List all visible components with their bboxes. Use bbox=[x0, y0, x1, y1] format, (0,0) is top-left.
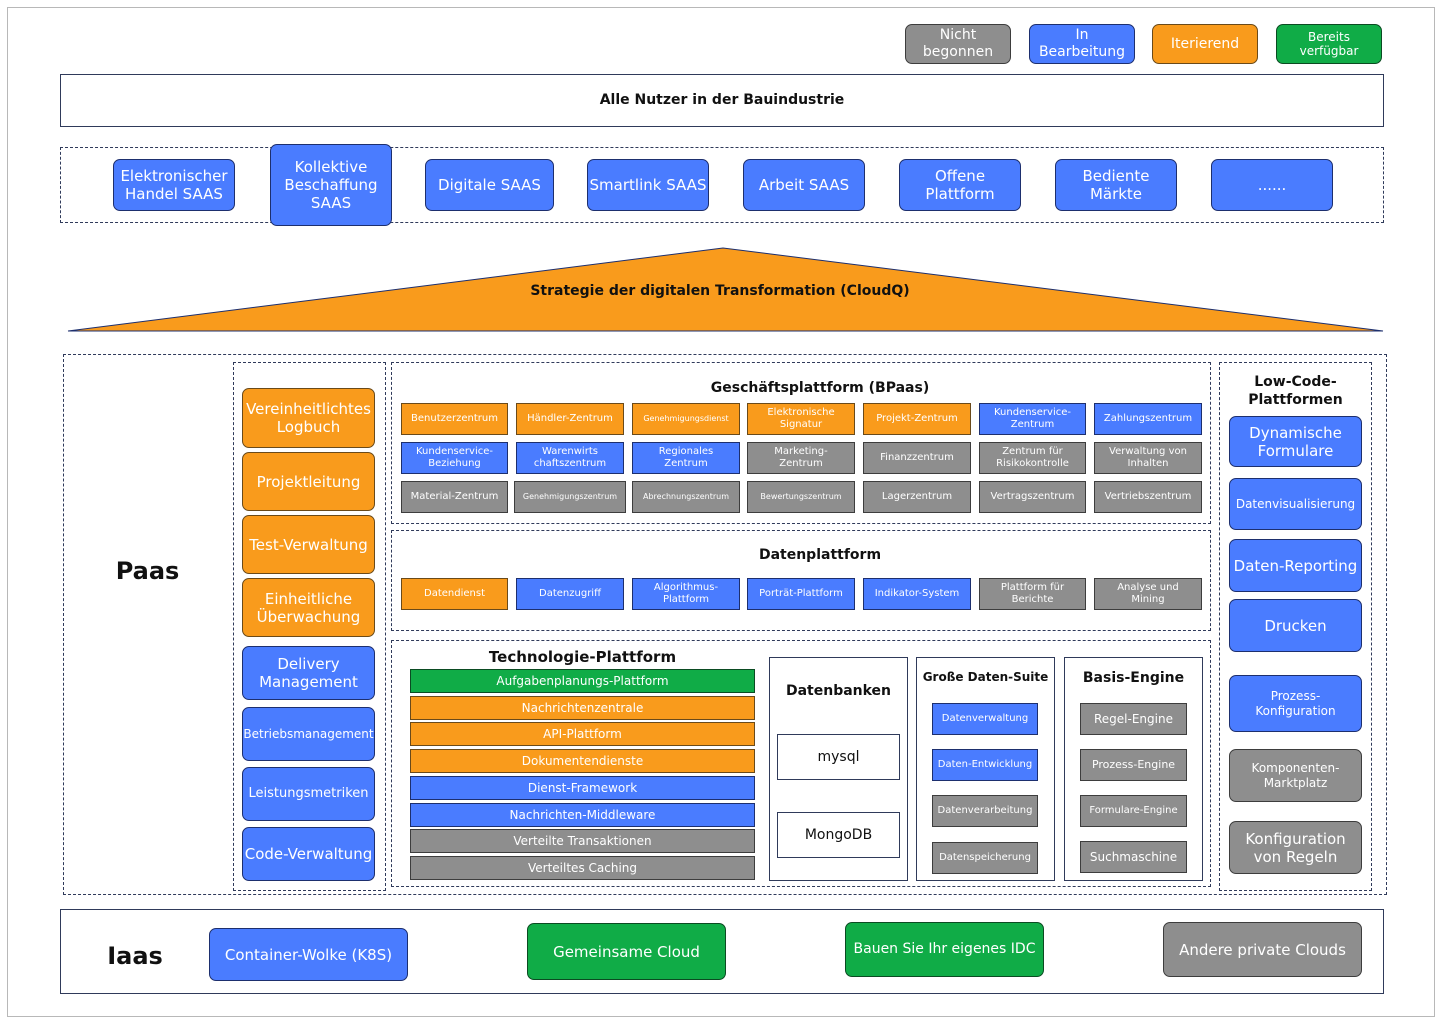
data-item[interactable]: Porträt-Plattform bbox=[747, 578, 855, 610]
business-item[interactable]: Material-Zentrum bbox=[401, 481, 508, 513]
data-item[interactable]: Algorithmus- Plattform bbox=[632, 578, 740, 610]
paas-section bbox=[63, 354, 1387, 895]
strategy-triangle bbox=[67, 247, 1384, 332]
lowcode-item[interactable]: Prozess- Konfiguration bbox=[1229, 675, 1362, 732]
engine-item[interactable]: Formulare-Engine bbox=[1080, 795, 1187, 827]
outer-frame bbox=[7, 7, 1435, 1017]
business-title: Geschäftsplattform (BPaas) bbox=[710, 380, 930, 396]
business-item[interactable]: Zentrum für Risikokontrolle bbox=[979, 442, 1086, 474]
business-item[interactable]: Vertragszentrum bbox=[979, 481, 1086, 513]
lowcode-item[interactable]: Dynamische Formulare bbox=[1229, 416, 1362, 467]
business-item[interactable]: Vertriebszentrum bbox=[1094, 481, 1202, 513]
paas-label: Paas bbox=[115, 557, 180, 585]
saas-item[interactable]: ...... bbox=[1211, 159, 1333, 211]
tech-item[interactable]: Nachrichtenzentrale bbox=[410, 696, 755, 720]
iaas-item[interactable]: Bauen Sie Ihr eigenes IDC bbox=[845, 922, 1044, 977]
tech-item[interactable]: Nachrichten-Middleware bbox=[410, 803, 755, 827]
users-bar: Alle Nutzer in der Bauindustrie bbox=[60, 74, 1384, 127]
saas-item[interactable]: Smartlink SAAS bbox=[587, 159, 709, 211]
legend-iterating: Iterierend bbox=[1152, 24, 1258, 64]
databases-title: Datenbanken bbox=[785, 683, 892, 699]
tech-item[interactable]: Dokumentendienste bbox=[410, 749, 755, 773]
ops-item[interactable]: Projektleitung bbox=[242, 452, 375, 511]
data-item[interactable]: Indikator-System bbox=[863, 578, 971, 610]
lowcode-item[interactable]: Datenvisualisierung bbox=[1229, 478, 1362, 530]
ops-item[interactable]: Test-Verwaltung bbox=[242, 515, 375, 574]
legend-not-started: Nicht begonnen bbox=[905, 24, 1011, 64]
data-item[interactable]: Plattform für Berichte bbox=[979, 578, 1086, 610]
data-platform-title: Datenplattform bbox=[758, 547, 882, 563]
lowcode-item[interactable]: Komponenten- Marktplatz bbox=[1229, 749, 1362, 802]
business-item[interactable]: Elektronische Signatur bbox=[747, 403, 855, 435]
lowcode-item[interactable]: Drucken bbox=[1229, 599, 1362, 652]
ops-item[interactable]: Delivery Management bbox=[242, 646, 375, 700]
saas-item[interactable]: Digitale SAAS bbox=[425, 159, 554, 211]
tech-title: Technologie-Plattform bbox=[488, 648, 677, 666]
business-item[interactable]: Finanzzentrum bbox=[863, 442, 971, 474]
ops-item[interactable]: Leistungsmetriken bbox=[242, 767, 375, 821]
business-item[interactable]: Genehmigungszentrum bbox=[514, 481, 626, 513]
saas-row bbox=[60, 147, 1384, 223]
business-item[interactable]: Benutzerzentrum bbox=[401, 403, 508, 435]
engine-item[interactable]: Regel-Engine bbox=[1080, 703, 1187, 735]
bigdata-item[interactable]: Datenspeicherung bbox=[932, 842, 1038, 874]
lowcode-item[interactable]: Konfiguration von Regeln bbox=[1229, 821, 1362, 874]
business-item[interactable]: Regionales Zentrum bbox=[632, 442, 740, 474]
bigdata-title: Große Daten-Suite bbox=[922, 670, 1049, 684]
data-item[interactable]: Datendienst bbox=[401, 578, 508, 610]
business-item[interactable]: Marketing- Zentrum bbox=[747, 442, 855, 474]
iaas-label: Iaas bbox=[107, 942, 163, 970]
engine-title: Basis-Engine bbox=[1082, 670, 1185, 686]
bigdata-item[interactable]: Daten-Entwicklung bbox=[932, 749, 1038, 781]
data-item[interactable]: Analyse und Mining bbox=[1094, 578, 1202, 610]
business-item[interactable]: Zahlungszentrum bbox=[1094, 403, 1202, 435]
business-item[interactable]: Kundenservice- Zentrum bbox=[979, 403, 1086, 435]
business-item[interactable]: Genehmigungsdienst bbox=[632, 403, 740, 435]
lowcode-item[interactable]: Daten-Reporting bbox=[1229, 539, 1362, 592]
ops-item[interactable]: Einheitliche Überwachung bbox=[242, 578, 375, 637]
business-item[interactable]: Händler-Zentrum bbox=[516, 403, 624, 435]
database-item[interactable]: MongoDB bbox=[777, 812, 900, 858]
lowcode-title: Low-Code- Plattformen bbox=[1248, 374, 1343, 409]
iaas-item[interactable]: Gemeinsame Cloud bbox=[527, 923, 726, 980]
iaas-item[interactable]: Container-Wolke (K8S) bbox=[209, 928, 408, 981]
business-item[interactable]: Projekt-Zentrum bbox=[863, 403, 971, 435]
ops-item[interactable]: Code-Verwaltung bbox=[242, 827, 375, 881]
tech-item[interactable]: Dienst-Framework bbox=[410, 776, 755, 800]
business-item[interactable]: Verwaltung von Inhalten bbox=[1094, 442, 1202, 474]
legend-available: Bereits verfügbar bbox=[1276, 24, 1382, 64]
ops-column bbox=[233, 362, 386, 891]
tech-item[interactable]: Verteiltes Caching bbox=[410, 856, 755, 880]
engine-item[interactable]: Suchmaschine bbox=[1080, 841, 1187, 873]
database-item[interactable]: mysql bbox=[777, 734, 900, 780]
strategy-title: Strategie der digitalen Transformation (… bbox=[530, 283, 910, 299]
business-item[interactable]: Kundenservice- Beziehung bbox=[401, 442, 508, 474]
data-platform bbox=[391, 530, 1211, 631]
tech-item[interactable]: API-Plattform bbox=[410, 722, 755, 746]
saas-item[interactable]: Bediente Märkte bbox=[1055, 159, 1177, 211]
business-platform bbox=[391, 362, 1211, 524]
bigdata-item[interactable]: Datenverwaltung bbox=[932, 703, 1038, 735]
business-item[interactable]: Lagerzentrum bbox=[863, 481, 971, 513]
saas-item[interactable]: Elektronischer Handel SAAS bbox=[113, 159, 235, 211]
tech-item[interactable]: Aufgabenplanungs-Plattform bbox=[410, 669, 755, 693]
bigdata-item[interactable]: Datenverarbeitung bbox=[932, 795, 1038, 827]
ops-item[interactable]: Betriebsmanagement bbox=[242, 707, 375, 761]
engine-item[interactable]: Prozess-Engine bbox=[1080, 749, 1187, 781]
saas-item[interactable]: Kollektive Beschaffung SAAS bbox=[270, 144, 392, 226]
saas-item[interactable]: Arbeit SAAS bbox=[743, 159, 865, 211]
lowcode-column bbox=[1219, 362, 1372, 891]
data-item[interactable]: Datenzugriff bbox=[516, 578, 624, 610]
business-item[interactable]: Bewertungszentrum bbox=[747, 481, 855, 513]
legend-in-progress: In Bearbeitung bbox=[1029, 24, 1135, 64]
business-item[interactable]: Warenwirts chaftszentrum bbox=[516, 442, 624, 474]
tech-platform bbox=[391, 640, 1211, 887]
business-item[interactable]: Abrechnungszentrum bbox=[632, 481, 740, 513]
saas-item[interactable]: Offene Plattform bbox=[899, 159, 1021, 211]
tech-item[interactable]: Verteilte Transaktionen bbox=[410, 829, 755, 853]
ops-item[interactable]: Vereinheitlichtes Logbuch bbox=[242, 388, 375, 448]
iaas-item[interactable]: Andere private Clouds bbox=[1163, 922, 1362, 977]
